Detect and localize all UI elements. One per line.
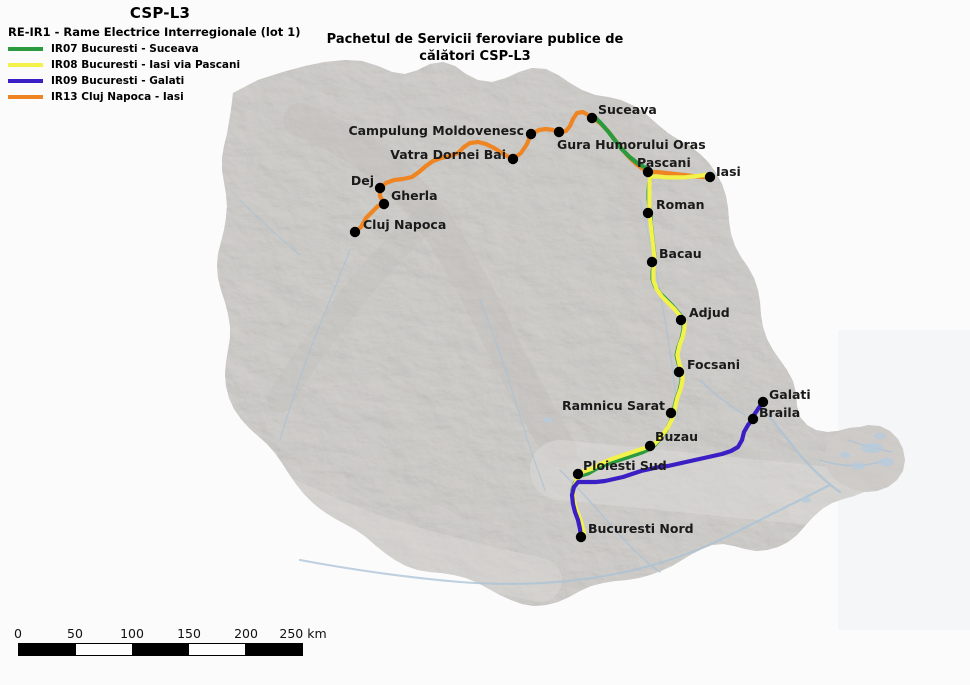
scale-tick-label: 250 km: [279, 626, 327, 641]
legend-entry-label: IR09 Bucuresti - Galati: [51, 75, 185, 87]
city-label: Bacau: [659, 246, 702, 261]
scale-bar-segment: [19, 644, 76, 655]
route-line-ir08: [571, 172, 712, 540]
route-line-ir09: [569, 399, 766, 540]
city-dot[interactable]: [374, 182, 386, 194]
city-dots: [349, 112, 769, 543]
city-dot[interactable]: [644, 440, 656, 452]
legend-color-swatch: [8, 79, 43, 83]
scale-tick-label: 50: [67, 626, 83, 641]
legend-entry: IR09 Bucuresti - Galati: [0, 75, 300, 87]
city-label: Cluj Napoca: [363, 217, 447, 232]
legend-entry: IR08 Bucuresti - Iasi via Pascani: [0, 59, 300, 71]
scale-tick-label: 150: [177, 626, 201, 641]
city-dot[interactable]: [665, 407, 677, 419]
legend-color-swatch: [8, 47, 43, 51]
scale-tick-labels: 0 50 100 150 200 250 km: [14, 626, 358, 643]
city-label: Pascani: [637, 155, 691, 170]
city-label: Gura Humorului Oras: [557, 137, 706, 152]
city-label: Ramnicu Sarat: [562, 398, 665, 413]
city-label: Bucuresti Nord: [588, 521, 694, 536]
city-dot[interactable]: [642, 166, 654, 178]
city-label: Iasi: [716, 164, 741, 179]
city-dot[interactable]: [675, 314, 687, 326]
legend-color-swatch: [8, 63, 43, 67]
city-label: Vatra Dornei Bai: [390, 147, 506, 162]
city-label: Adjud: [689, 305, 730, 320]
legend-subtitle: RE-IR1 - Rame Electrice Interregionale (…: [8, 25, 301, 39]
legend-title: CSP-L3: [129, 4, 191, 22]
scale-bar-segment: [75, 644, 133, 655]
city-dot[interactable]: [673, 366, 685, 378]
map-title: Pachetul de Servicii feroviare publice d…: [320, 31, 630, 65]
legend-entry: IR13 Cluj Napoca - Iasi: [0, 91, 300, 103]
city-label: Campulung Moldovenesc: [348, 123, 524, 138]
scale-tick-label: 100: [120, 626, 144, 641]
city-dot[interactable]: [586, 112, 598, 124]
city-dot[interactable]: [378, 198, 390, 210]
city-dot[interactable]: [349, 226, 361, 238]
railway-routes: [352, 109, 766, 540]
danube-delta: [825, 425, 905, 492]
city-label: Focsani: [687, 357, 741, 372]
scale-bar-segment: [132, 644, 189, 655]
map-title-line-1: Pachetul de Servicii feroviare publice d…: [326, 32, 624, 47]
city-label: Braila: [759, 405, 801, 420]
scale-bar-segment: [245, 644, 302, 655]
city-label: Dej: [350, 173, 374, 188]
city-label: Buzau: [655, 429, 699, 444]
city-dot[interactable]: [553, 126, 565, 138]
city-dot[interactable]: [704, 171, 716, 183]
city-label: Galati: [769, 387, 811, 402]
lakes: [543, 417, 894, 503]
city-label: Roman: [656, 197, 705, 212]
city-dot[interactable]: [646, 256, 658, 268]
scale-bar: 0 50 100 150 200 250 km: [14, 626, 358, 656]
city-dot[interactable]: [747, 413, 759, 425]
city-label: Gherla: [391, 188, 438, 203]
scale-bar-segments: [18, 643, 303, 656]
city-dot[interactable]: [642, 207, 654, 219]
scale-tick-label: 0: [14, 626, 22, 641]
city-dot[interactable]: [525, 128, 537, 140]
legend-panel: CSP-L3 RE-IR1 - Rame Electrice Interregi…: [0, 4, 300, 103]
city-dot[interactable]: [757, 396, 769, 408]
scale-bar-segment: [188, 644, 246, 655]
city-dot[interactable]: [575, 531, 587, 543]
scale-tick-label: 200: [234, 626, 258, 641]
legend-entry-label: IR08 Bucuresti - Iasi via Pascani: [51, 59, 241, 71]
city-dot[interactable]: [572, 468, 584, 480]
city-label: Ploiesti Sud: [583, 458, 667, 473]
legend-entry-label: IR07 Bucuresti - Suceava: [51, 43, 199, 55]
legend-color-swatch: [8, 95, 43, 99]
city-dot[interactable]: [507, 153, 519, 165]
map-title-line-2: călători CSP-L3: [419, 49, 531, 64]
city-label: Suceava: [598, 102, 657, 117]
legend-entry: IR07 Bucuresti - Suceava: [0, 43, 300, 55]
rivers: [239, 199, 893, 585]
legend-entry-label: IR13 Cluj Napoca - Iasi: [51, 91, 184, 103]
